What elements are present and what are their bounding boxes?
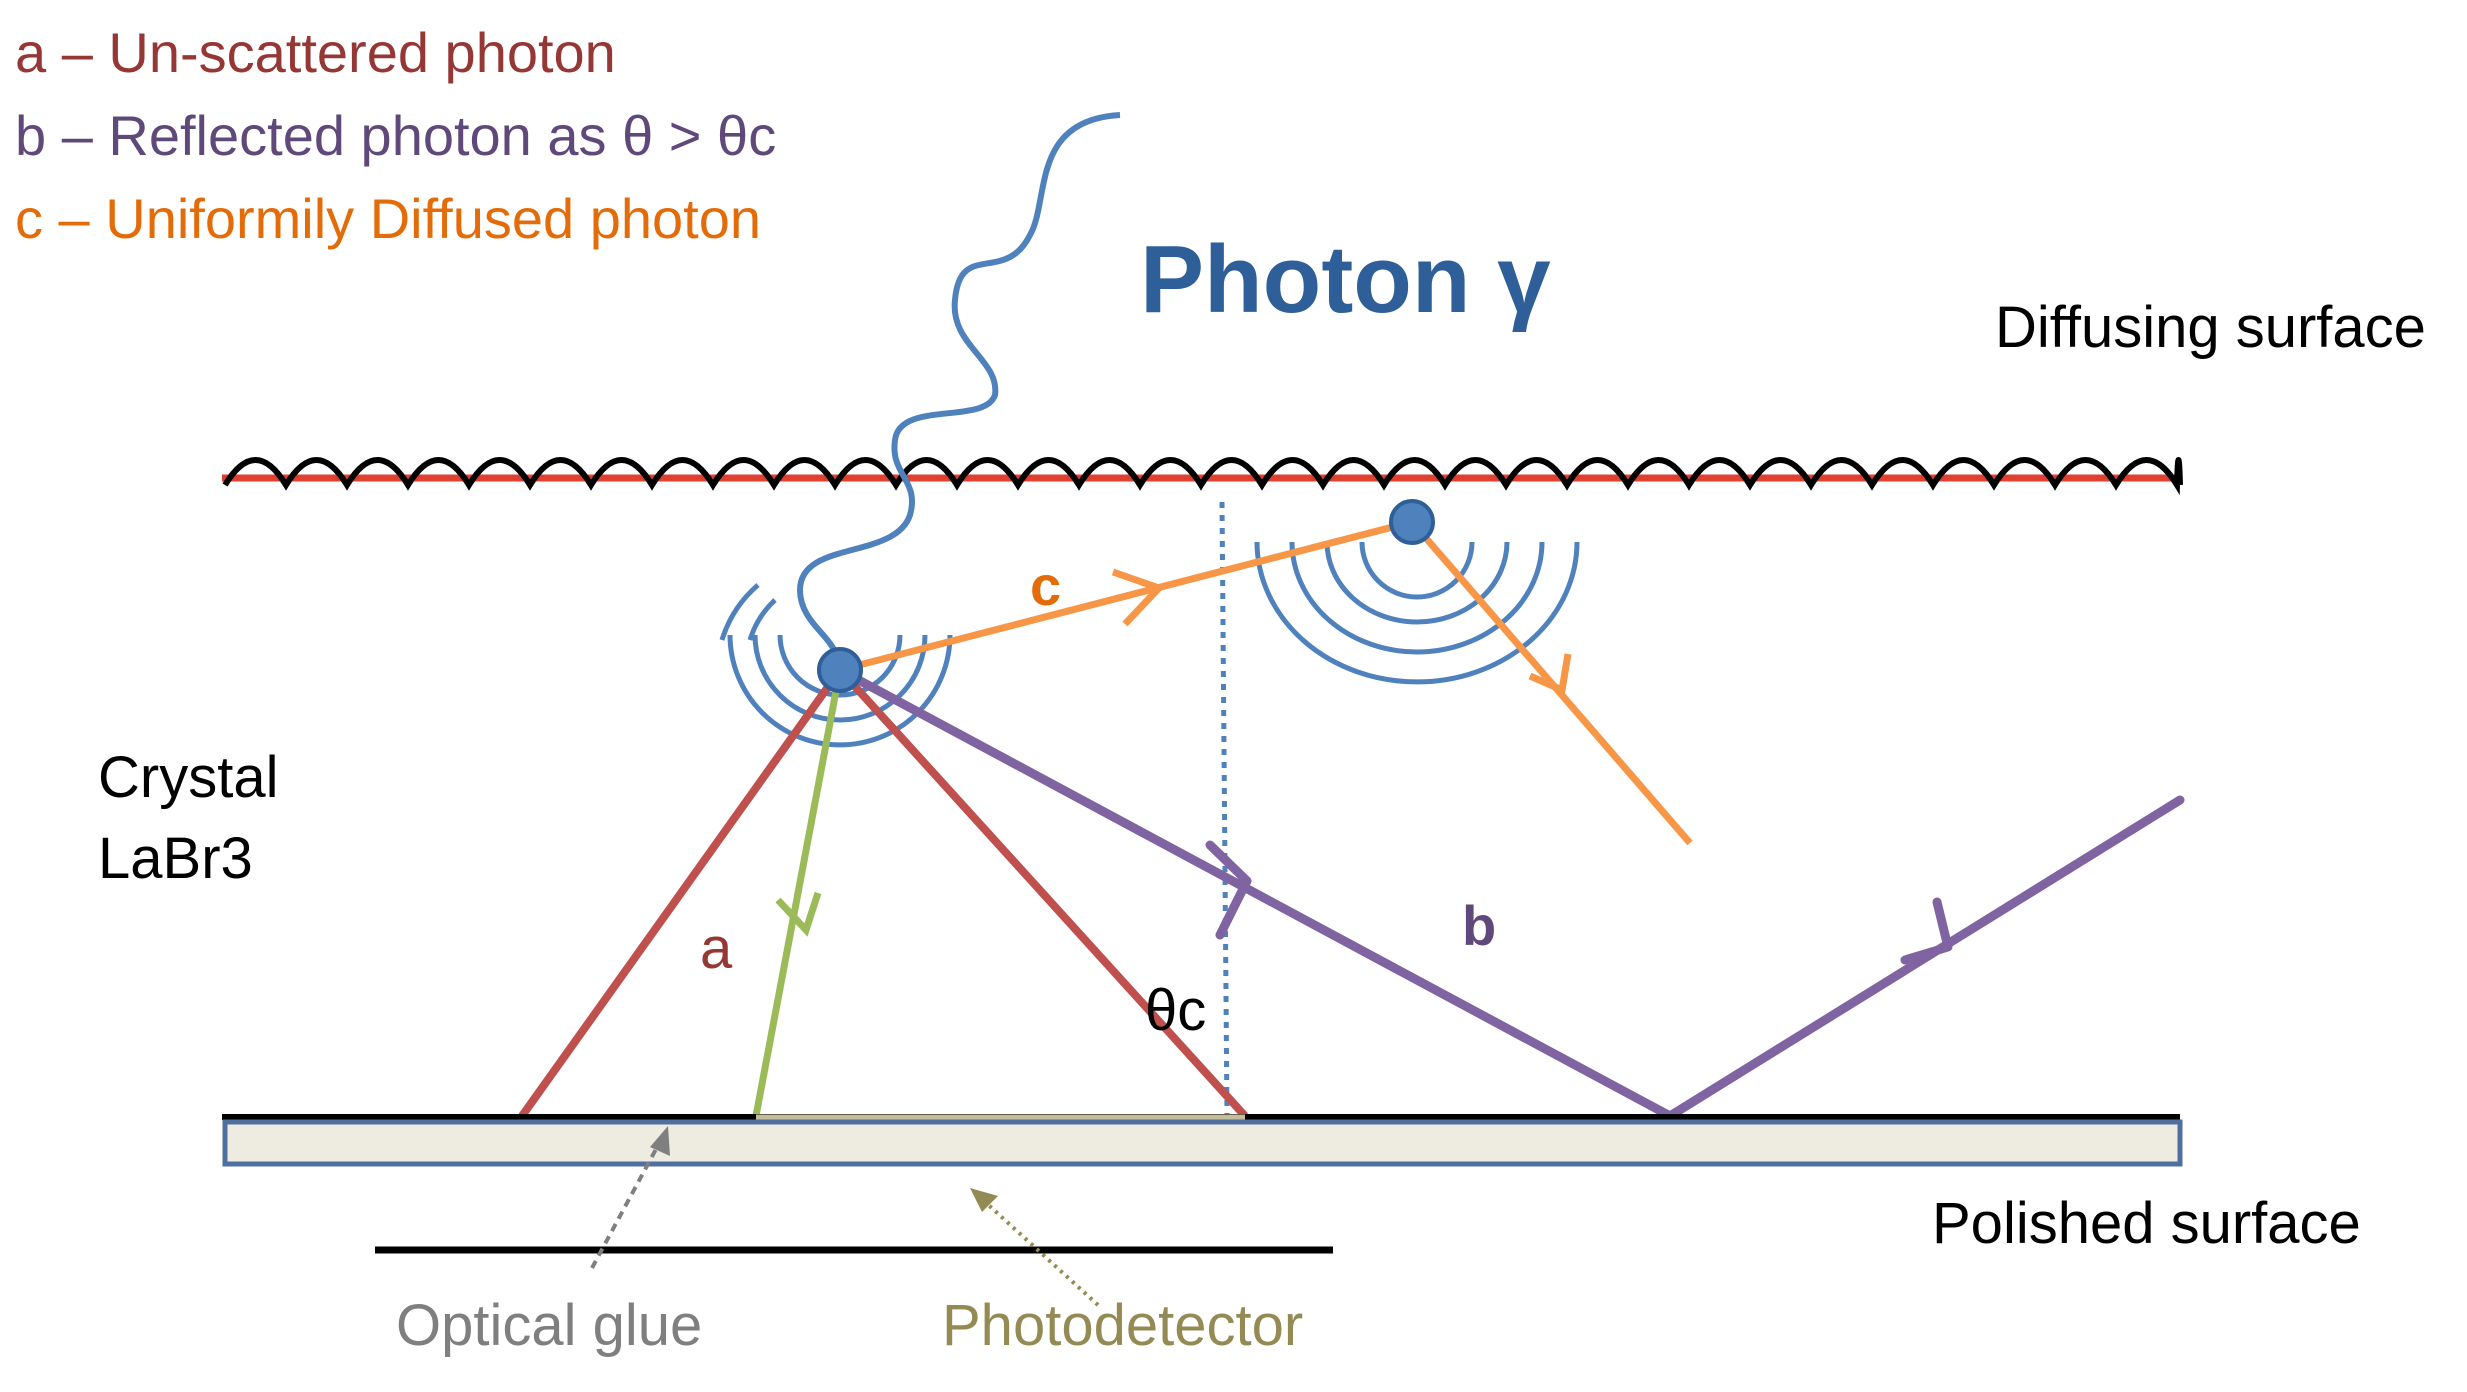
ray-c-label: c: [1030, 554, 1061, 617]
incoming-photon-wave: [796, 112, 1121, 670]
ray-a-label: a: [700, 916, 733, 981]
scatter-waves-2: [1254, 541, 1580, 685]
photodetector-pointer-head: [970, 1188, 998, 1212]
photon-title: Photon γ: [1140, 226, 1551, 333]
normal-dotted-line: [1219, 501, 1230, 1119]
diffusing-surface-label: Diffusing surface: [1995, 295, 2426, 360]
optical-glue-label: Optical glue: [396, 1293, 702, 1358]
photodetector-pointer: [981, 1198, 1100, 1307]
crystal-label: Crystal: [98, 745, 278, 810]
scatter-waves-1: [719, 583, 953, 748]
legend-reflected: b – Reflected photon as θ > θc: [15, 104, 776, 167]
crystal-material-label: LaBr3: [98, 826, 253, 891]
optical-glue-layer: [222, 1119, 2183, 1167]
ray-a-unscattered: [518, 667, 1248, 1119]
diffusing-surface-wave: [222, 457, 2183, 496]
critical-angle-label: θc: [1145, 978, 1206, 1043]
scatter-point-1: [817, 647, 863, 693]
legend-unscattered: a – Un-scattered photon: [15, 21, 616, 84]
ray-b-label: b: [1462, 894, 1496, 957]
polished-surface-label: Polished surface: [1932, 1191, 2361, 1256]
optical-glue-pointer-head: [650, 1126, 670, 1156]
legend-diffused: c – Uniformily Diffused photon: [15, 187, 761, 250]
ray-green: [752, 669, 844, 1117]
photodetector-label: Photodetector: [942, 1293, 1303, 1358]
ray-c-diffused: [839, 518, 1693, 846]
scatter-point-2: [1389, 499, 1435, 545]
optical-glue-pointer: [590, 1137, 664, 1269]
